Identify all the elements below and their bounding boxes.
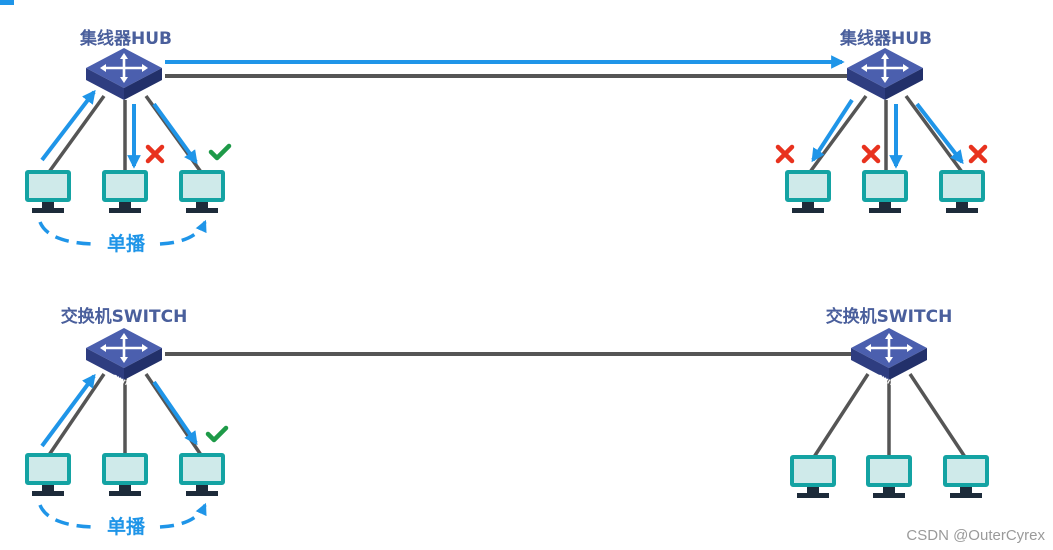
cable [47,94,106,174]
computer-icon [179,170,225,215]
unicast-label: 单播 [107,515,146,538]
cable [47,373,106,456]
computer-icon [785,170,831,215]
computer-icon [939,170,985,215]
cross-icon [971,147,985,161]
arrow-hub-to-pc [811,98,854,163]
arrow-pc-to-hub [40,89,96,162]
header-marker [0,0,14,5]
arrow-hub-to-pc [152,102,198,165]
hub-icon [845,46,925,102]
unicast-curve-left [38,504,93,529]
switch-right-label: 交换机SWITCH [826,306,953,327]
cross-icon [864,147,878,161]
check-icon [208,428,226,440]
cable [904,94,964,174]
computer-icon [866,455,912,500]
hub-left-label: 集线器HUB [79,28,172,49]
unicast-curve-right [159,502,207,529]
watermark: CSDN @OuterCyrex [906,527,1045,544]
switch-section: SWITCH 交换机SWITCH 单播 SWITCH 交换机SWITCH [25,306,989,538]
arrow-switch-to-pc [152,380,198,446]
cable [144,373,203,456]
hub-icon [84,46,164,102]
arrow-pc-to-switch [40,373,96,448]
switch-icon [84,326,164,382]
hub-section: 集线器HUB 单播 集线器HUB [25,28,985,255]
computer-icon [102,170,148,215]
unicast-curve-left [38,221,93,246]
arrow-hub-to-pc [915,102,964,165]
computer-icon [179,453,225,498]
computer-icon [862,170,908,215]
unicast-label: 单播 [107,232,146,255]
cross-icon [778,147,792,161]
computer-icon [25,453,71,498]
switch-left-label: 交换机SWITCH [61,306,188,327]
check-icon [211,146,229,158]
cable [812,373,870,458]
computer-icon [25,170,71,215]
computer-icon [102,453,148,498]
cable [808,94,868,174]
hub-right-label: 集线器HUB [839,28,932,49]
computer-icon [790,455,836,500]
computer-icon [943,455,989,500]
unicast-curve-right [159,219,207,246]
switch-icon [849,326,929,382]
cross-icon [148,147,162,161]
cable [908,373,967,458]
